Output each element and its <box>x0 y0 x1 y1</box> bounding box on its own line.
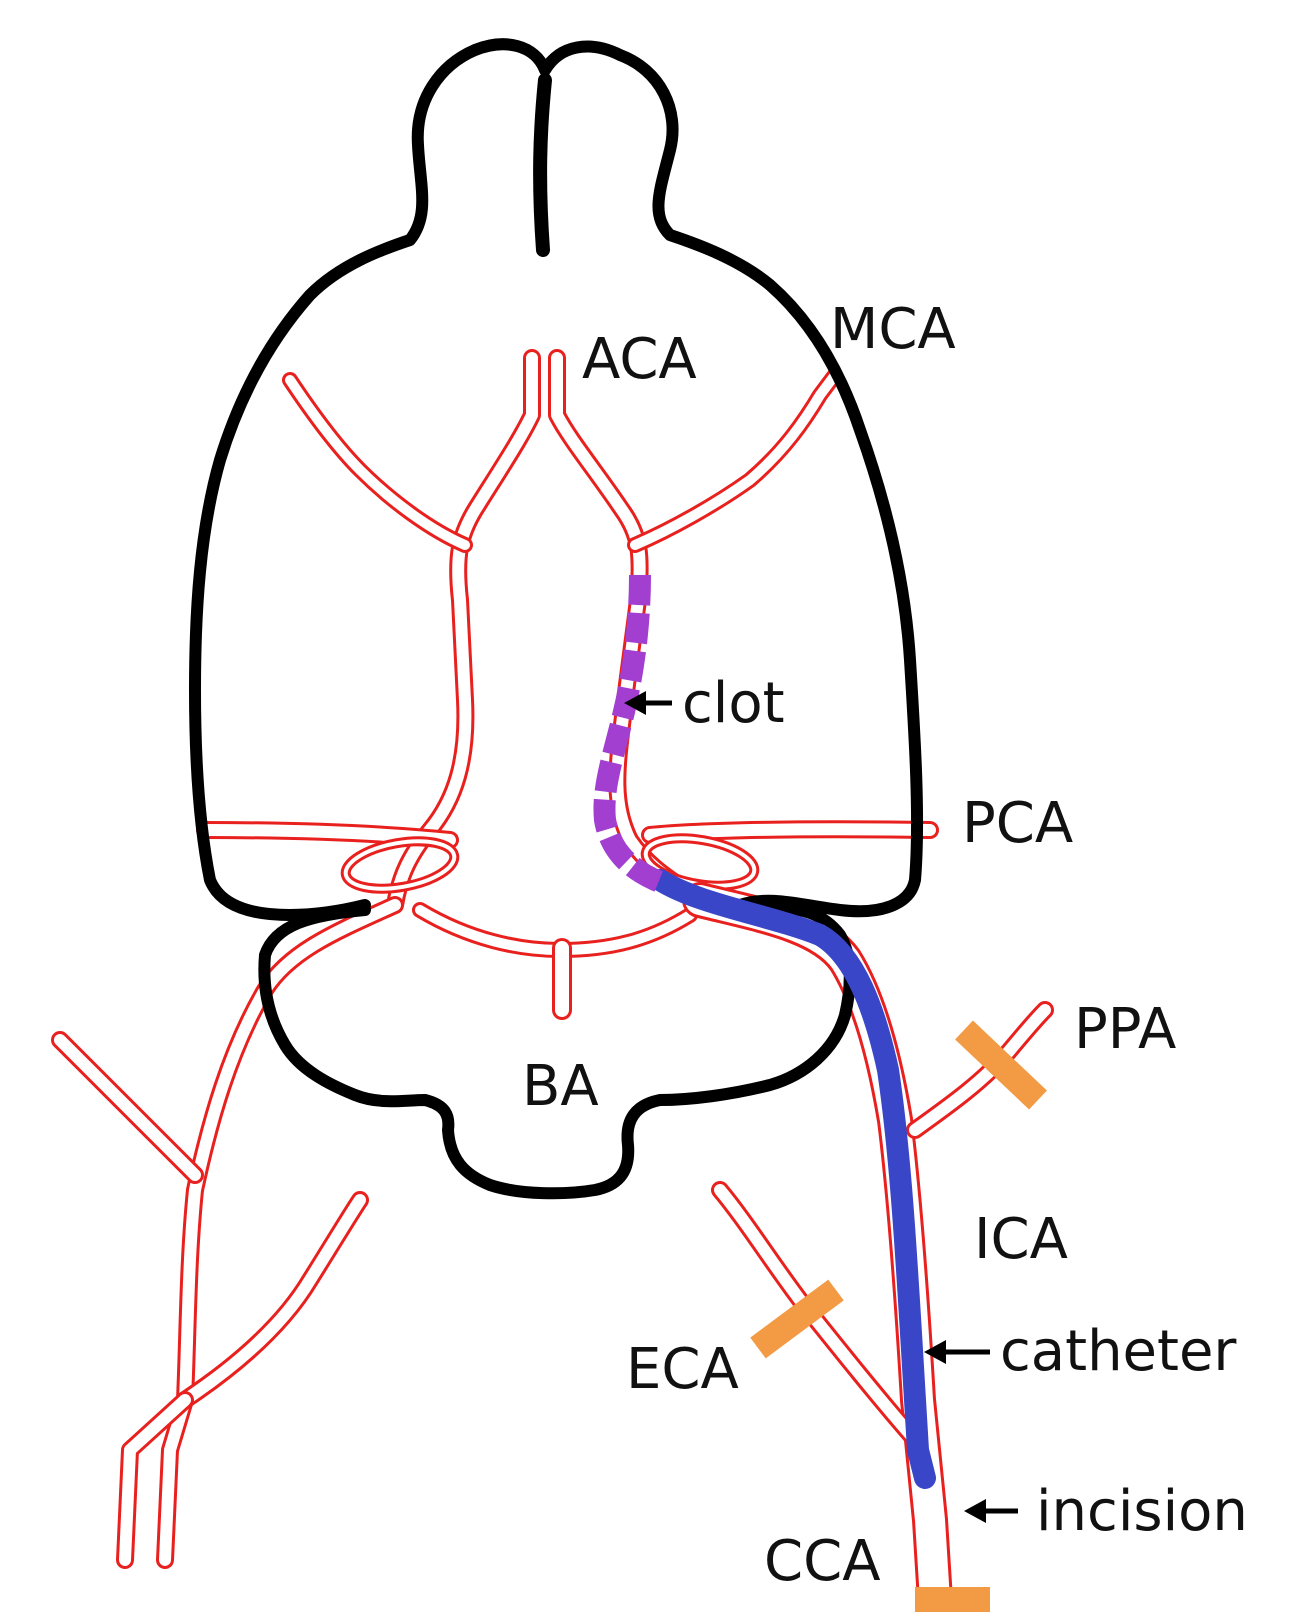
vessel-left-eca <box>176 1191 369 1409</box>
label-aca: ACA <box>582 327 697 392</box>
clot <box>593 574 665 893</box>
vessel-left-ppa <box>51 1031 204 1184</box>
clot-arrow <box>624 691 672 715</box>
labels: ACA MCA PCA BA PPA ICA ECA CCA clot cath… <box>522 297 1248 1594</box>
vessel-willis-left-loop <box>340 836 460 894</box>
cerebrum-outline <box>189 38 924 921</box>
label-clot: clot <box>682 671 785 736</box>
label-ppa: PPA <box>1074 997 1176 1062</box>
midline-fissure <box>533 73 552 257</box>
vessel-right-eca <box>711 1181 924 1449</box>
vessel-pca-right <box>641 820 939 844</box>
catheter-arrow <box>924 1340 990 1364</box>
vessel-mca-left <box>282 372 473 553</box>
vessel-mca-right <box>627 367 843 553</box>
ligature-ppa <box>955 1020 1047 1110</box>
label-catheter: catheter <box>1000 1319 1237 1384</box>
vessel-aca-left <box>386 349 541 914</box>
label-incision: incision <box>1036 1479 1248 1544</box>
ligatures <box>750 1020 1047 1612</box>
annotation-arrows <box>624 691 1018 1523</box>
vessel-left-carotid <box>156 896 404 1569</box>
vessel-left-cca <box>116 1391 194 1569</box>
ligature-eca <box>750 1279 844 1359</box>
label-pca: PCA <box>962 791 1073 856</box>
label-mca: MCA <box>830 297 956 362</box>
incision-arrow <box>964 1499 1018 1523</box>
label-ica: ICA <box>974 1207 1068 1272</box>
label-ba: BA <box>522 1054 599 1119</box>
label-eca: ECA <box>626 1337 739 1402</box>
brain-outline <box>189 38 924 1200</box>
label-cca: CCA <box>764 1529 881 1594</box>
catheter <box>649 869 936 1489</box>
